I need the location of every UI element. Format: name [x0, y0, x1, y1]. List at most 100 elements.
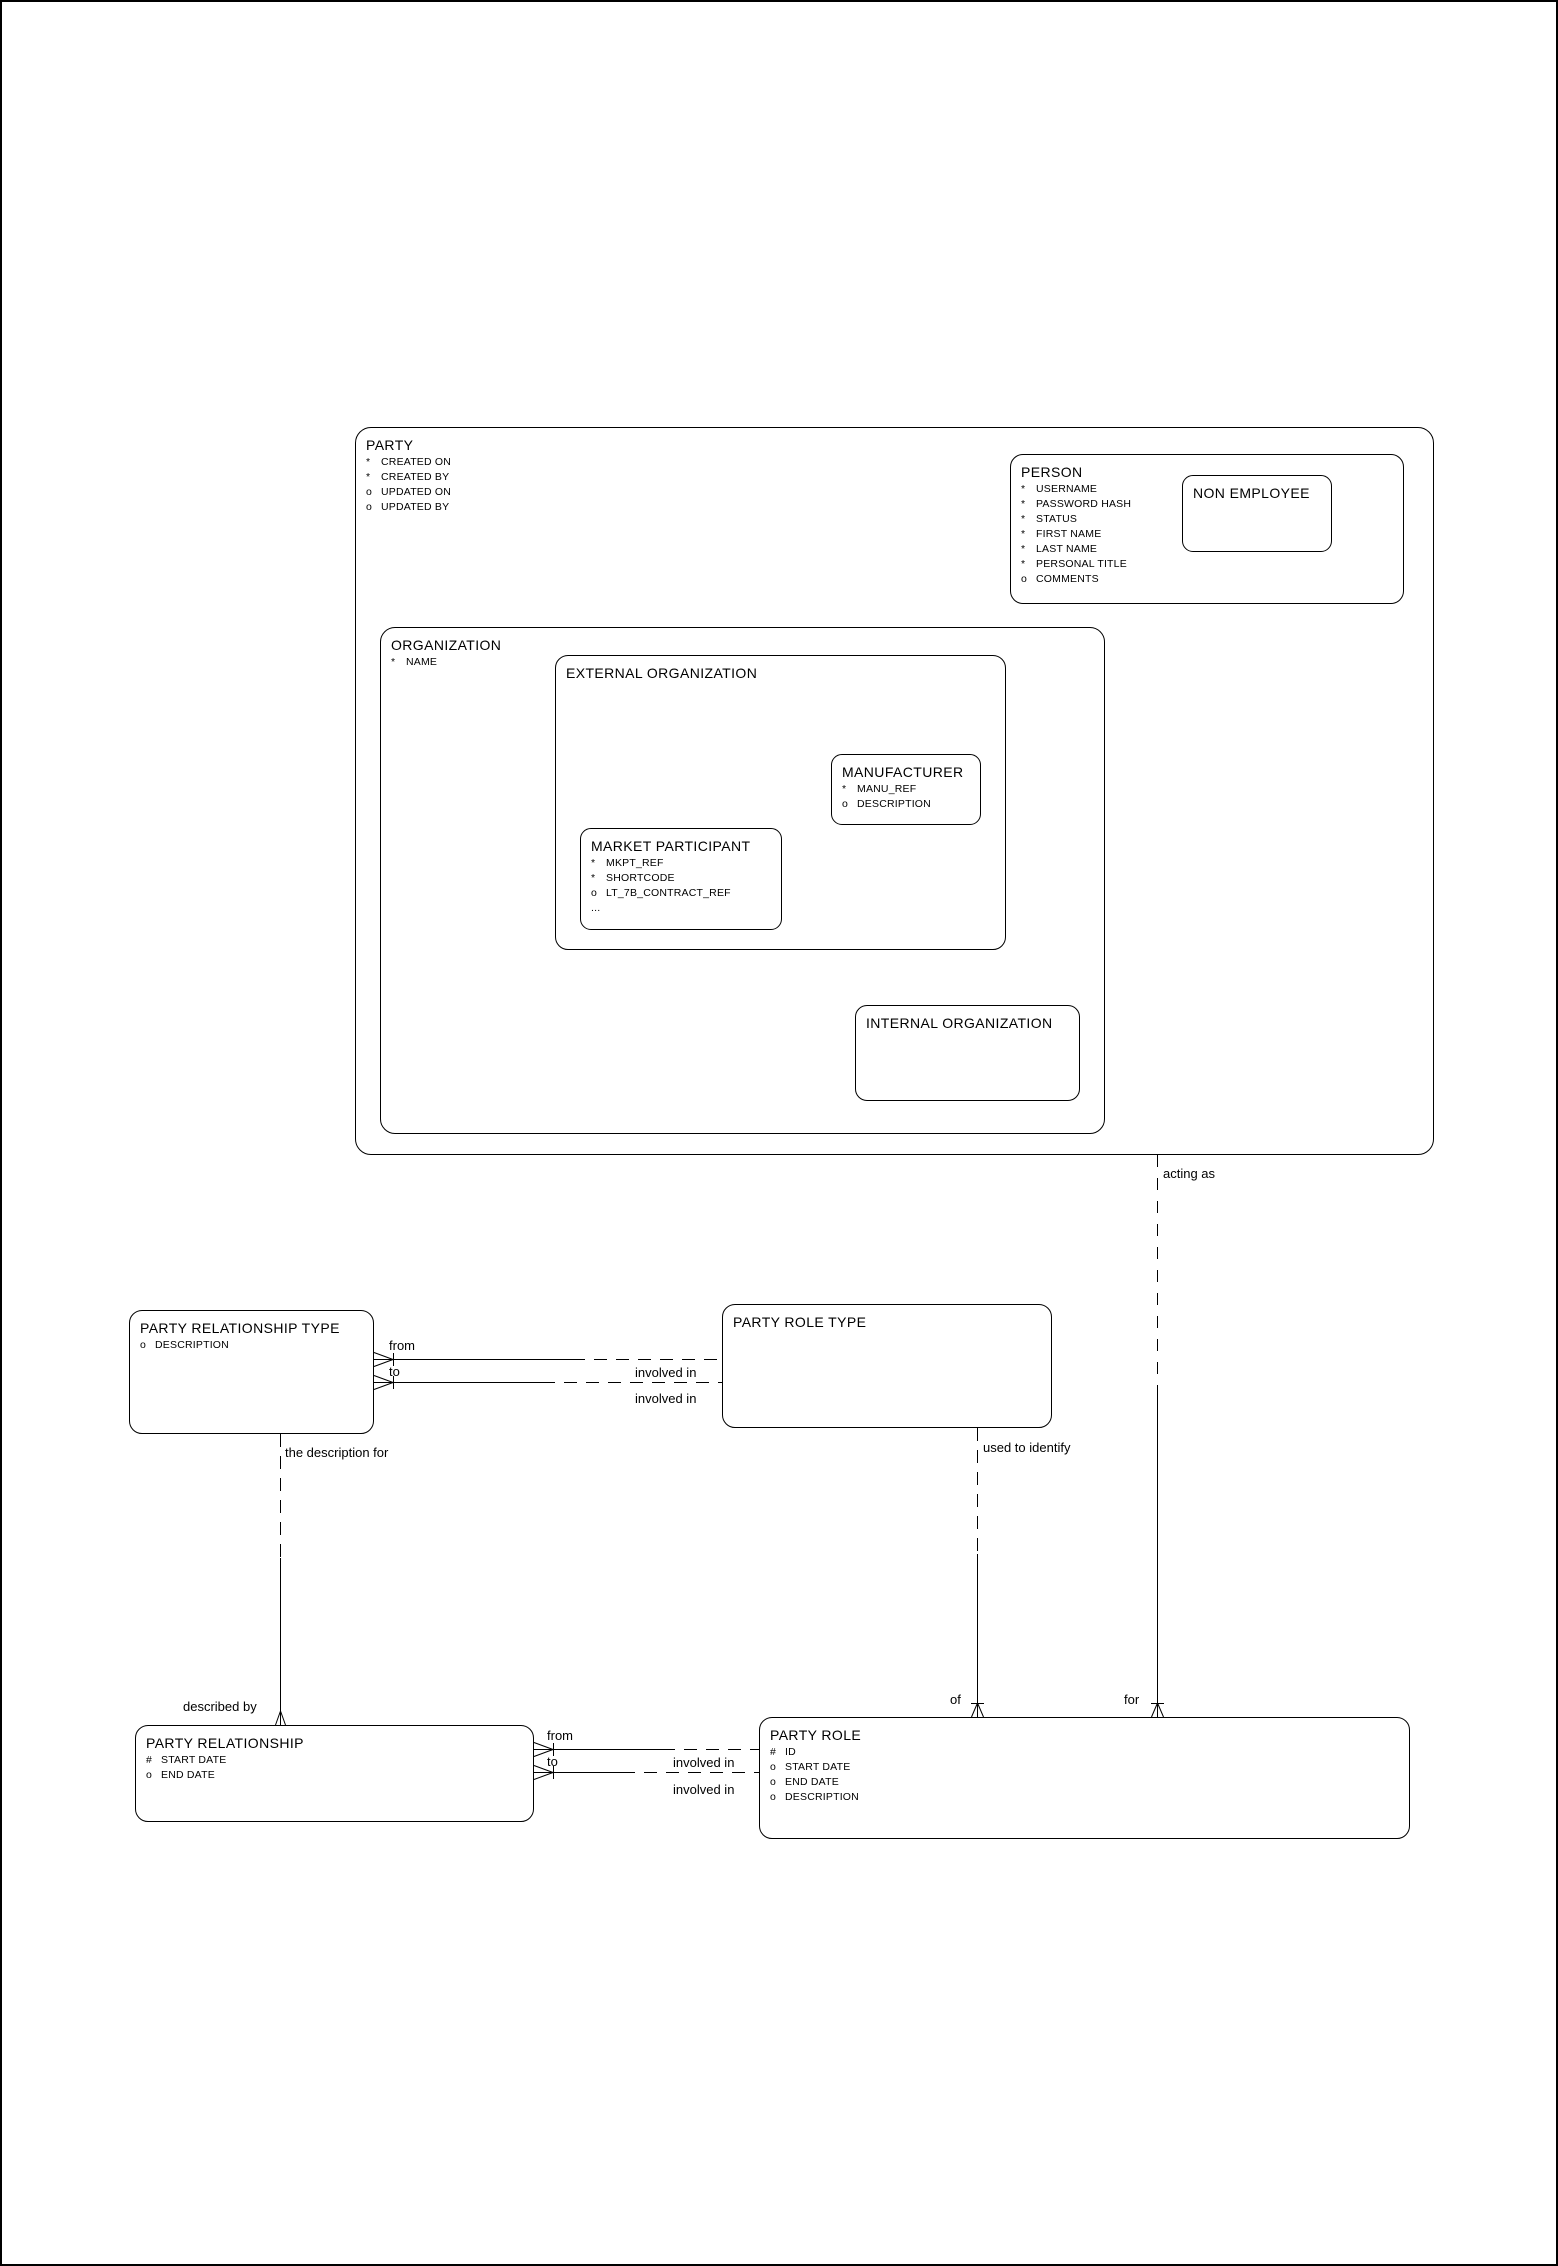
- attribute-name: CREATED ON: [381, 456, 452, 468]
- entity-party-role-type[interactable]: PARTY ROLE TYPE: [722, 1304, 1052, 1428]
- rel-prel-to-prole[interactable]: [533, 1765, 759, 1780]
- rel-roletype-identifies-prole[interactable]: [971, 1428, 984, 1718]
- attribute-row: * SHORTCODE: [581, 871, 781, 886]
- attribute-name: PERSONAL TITLE: [1036, 558, 1127, 570]
- attribute-optionality: o: [770, 1776, 777, 1788]
- attribute-name: START DATE: [785, 1761, 851, 1773]
- attribute-row: * CREATED ON: [356, 455, 1433, 470]
- attribute-row: o DESCRIPTION: [130, 1338, 373, 1353]
- attribute-optionality: o: [366, 486, 373, 498]
- crowsfoot-icon: [971, 1702, 984, 1718]
- attribute-optionality: *: [1021, 513, 1026, 525]
- attribute-row: * STATUS: [1011, 512, 1403, 527]
- relationship-label-described-by: described by: [183, 1699, 257, 1714]
- attribute-row: * NAME: [381, 655, 1104, 670]
- relationship-label-of: of: [950, 1692, 961, 1707]
- relationship-label-acting-as: acting as: [1163, 1166, 1216, 1181]
- attribute-optionality: *: [366, 456, 371, 468]
- attribute-optionality: *: [366, 471, 371, 483]
- relationship-label-for: for: [1124, 1692, 1140, 1707]
- attribute-row: o UPDATED ON: [356, 485, 1433, 500]
- attribute-name: UPDATED BY: [381, 501, 450, 513]
- entity-person-title: PERSON: [1021, 464, 1083, 480]
- attribute-optionality: o: [591, 887, 598, 899]
- entity-organization-title: ORGANIZATION: [391, 637, 502, 653]
- attribute-row: *USERNAME: [1011, 482, 1403, 497]
- crowsfoot-icon: [533, 1765, 554, 1780]
- entity-internal-organization[interactable]: INTERNAL ORGANIZATION: [855, 1005, 1080, 1101]
- entity-external-organization-title: EXTERNAL ORGANIZATION: [566, 665, 758, 681]
- attribute-optionality: o: [842, 798, 849, 810]
- entity-party-relationship[interactable]: PARTY RELATIONSHIP #START DATE o END DATE: [135, 1725, 534, 1822]
- attribute-row: * FIRST NAME: [1011, 527, 1403, 542]
- entity-non-employee-title: NON EMPLOYEE: [1193, 485, 1310, 501]
- attribute-row: *PASSWORD HASH: [1011, 497, 1403, 512]
- attribute-name: FIRST NAME: [1036, 528, 1102, 540]
- attribute-name: STATUS: [1036, 513, 1078, 525]
- crowsfoot-icon: [373, 1352, 394, 1367]
- relationship-label-the-description-for: the description for: [285, 1445, 389, 1460]
- entity-market-participant[interactable]: MARKET PARTICIPANT *MKPT_REF *SHORTCODE …: [580, 828, 782, 930]
- attribute-optionality: o: [1021, 573, 1028, 585]
- attribute-row: ...: [581, 901, 781, 916]
- rel-prtype-to-roletype[interactable]: [373, 1375, 722, 1390]
- attribute-optionality: o: [140, 1339, 147, 1351]
- attribute-name: ID: [785, 1746, 796, 1758]
- attribute-name: DESCRIPTION: [155, 1339, 229, 1351]
- attribute-name: SHORTCODE: [606, 872, 675, 884]
- rel-party-actingas-prole[interactable]: [1151, 1155, 1164, 1718]
- entity-party-relationship-type[interactable]: PARTY RELATIONSHIP TYPE o DESCRIPTION: [129, 1310, 374, 1434]
- attribute-row: #START DATE: [136, 1753, 533, 1768]
- attribute-optionality: o: [146, 1769, 153, 1781]
- entity-non-employee[interactable]: NON EMPLOYEE: [1182, 475, 1332, 552]
- crowsfoot-icon: [1151, 1702, 1164, 1718]
- relationship-label-to-bottom: to: [547, 1754, 558, 1769]
- entity-party-relationship-title: PARTY RELATIONSHIP: [146, 1735, 304, 1751]
- attribute-optionality: *: [591, 872, 596, 884]
- attribute-name: USERNAME: [1036, 483, 1098, 495]
- attribute-optionality: *: [591, 857, 596, 869]
- entity-market-participant-title: MARKET PARTICIPANT: [591, 838, 751, 854]
- rel-prel-from-prole[interactable]: [533, 1742, 759, 1757]
- attribute-row: o END DATE: [136, 1768, 533, 1783]
- attribute-row: *MKPT_REF: [581, 856, 781, 871]
- attribute-name: NAME: [406, 656, 438, 668]
- attribute-optionality: *: [842, 783, 847, 795]
- relationship-label-from-bottom: from: [547, 1728, 573, 1743]
- attribute-name: START DATE: [161, 1754, 227, 1766]
- attribute-optionality: ...: [591, 902, 601, 914]
- attribute-optionality: o: [366, 501, 373, 513]
- attribute-name: PASSWORD HASH: [1036, 498, 1132, 510]
- attribute-optionality: *: [1021, 558, 1026, 570]
- attribute-name: UPDATED ON: [381, 486, 452, 498]
- attribute-name: CREATED BY: [381, 471, 450, 483]
- attribute-optionality: *: [1021, 528, 1026, 540]
- entity-party-title: PARTY: [366, 437, 414, 453]
- entity-party-role-type-title: PARTY ROLE TYPE: [733, 1314, 867, 1330]
- attribute-name: LAST NAME: [1036, 543, 1098, 555]
- attribute-optionality: *: [391, 656, 396, 668]
- attribute-name: DESCRIPTION: [785, 1791, 859, 1803]
- entity-internal-organization-title: INTERNAL ORGANIZATION: [866, 1015, 1053, 1031]
- attribute-row: o UPDATED BY: [356, 500, 1433, 515]
- attribute-name: END DATE: [161, 1769, 215, 1781]
- entity-party-relationship-type-title: PARTY RELATIONSHIP TYPE: [140, 1320, 340, 1336]
- rel-prtype-describes-prel[interactable]: [275, 1434, 286, 1726]
- attribute-name: MANU_REF: [857, 783, 917, 795]
- attribute-optionality: #: [770, 1746, 777, 1758]
- entity-manufacturer-title: MANUFACTURER: [842, 764, 964, 780]
- crowsfoot-icon: [275, 1710, 286, 1726]
- rel-prtype-from-roletype[interactable]: [373, 1352, 722, 1367]
- relationship-label-involved-in-bottom-1: involved in: [673, 1755, 735, 1770]
- relationship-label-involved-in-bottom-2: involved in: [673, 1782, 735, 1797]
